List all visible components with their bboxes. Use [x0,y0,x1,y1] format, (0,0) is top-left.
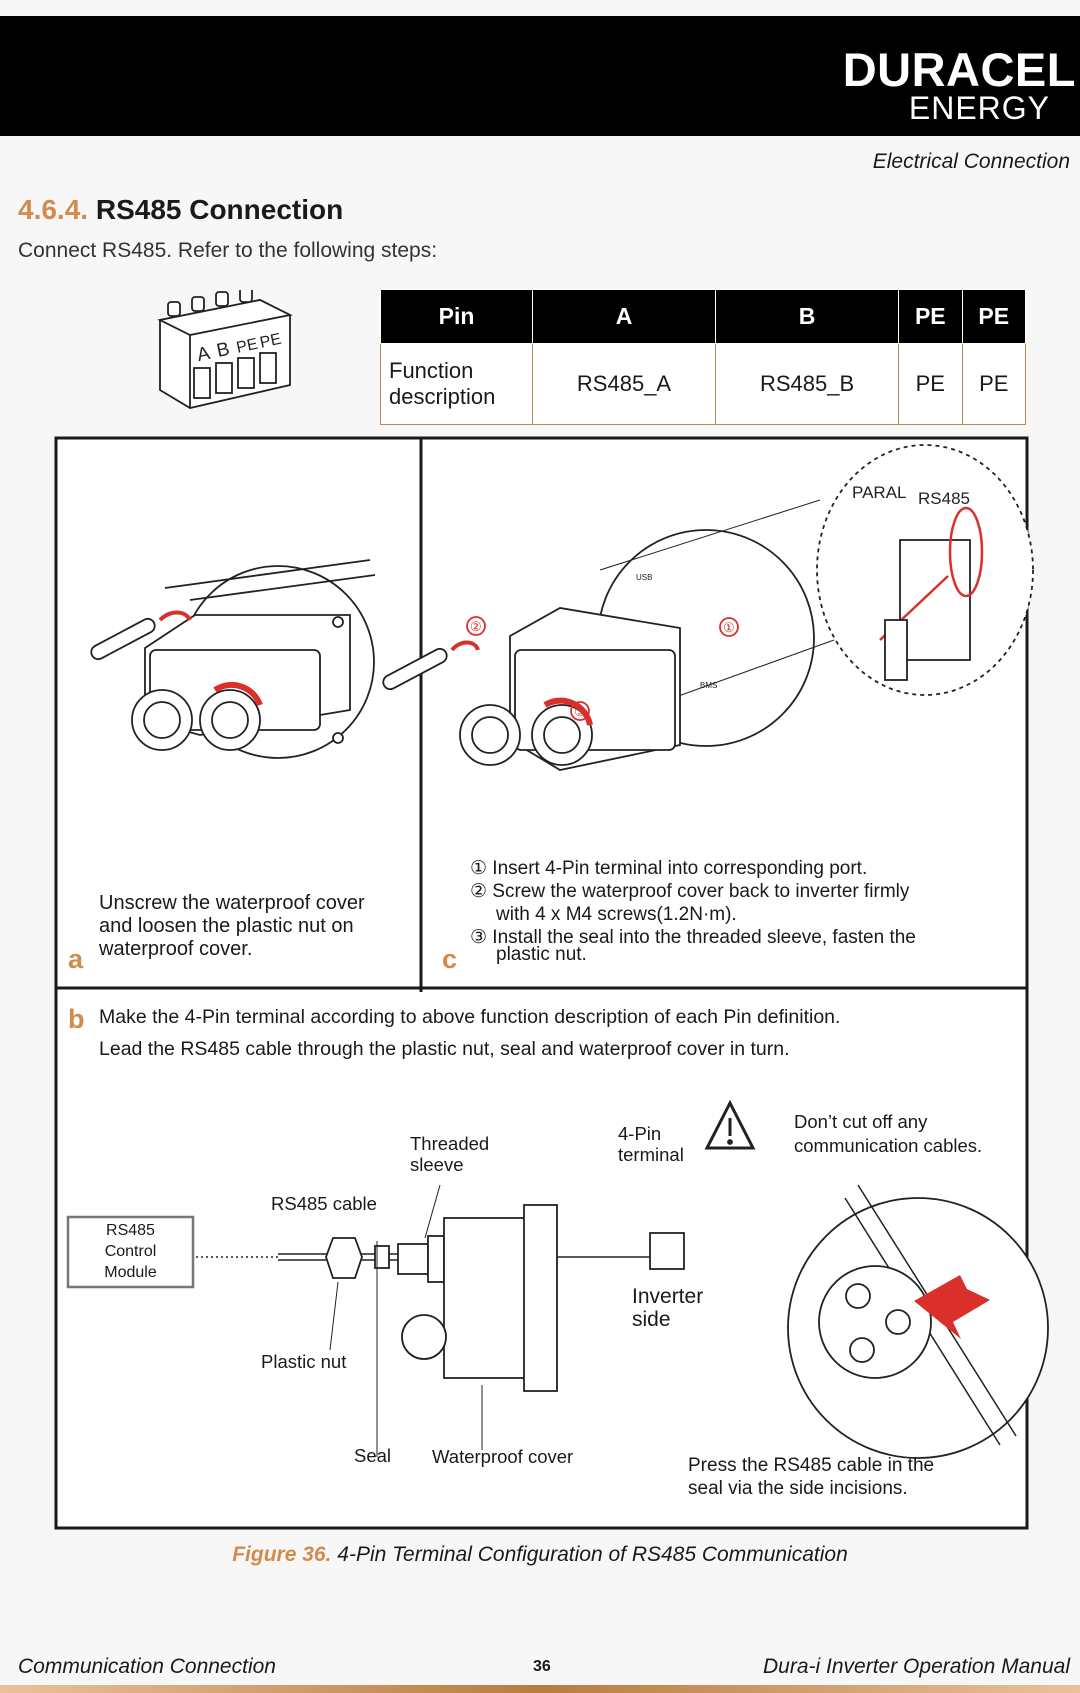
pin-table-cell: RS485_A [531,343,717,425]
brand-logo: DURACEL [842,43,1076,96]
label-line: sleeve [410,1154,464,1175]
label-waterproof-cover: Waterproof cover [432,1446,574,1467]
row-label-line2: description [389,384,496,409]
pin-table-row-label: Function description [380,343,533,425]
label-4pin-terminal: 4-Pin terminal [618,1123,684,1165]
figure-number: Figure 36. [232,1543,332,1566]
label-line: Threaded [410,1133,490,1154]
heading-number: 4.6.4. [18,194,89,225]
panel-c-usb: USB [636,573,652,582]
pin-table-header-row: Pin A B PE PE [380,289,1027,344]
warning-text: Don’t cut off any communication cables. [794,1110,982,1158]
terminal-label-pe2: PE [258,331,282,352]
panel-a-text: Unscrew the waterproof cover and loosen … [99,892,365,961]
label-inverter-side: Inverter side [632,1285,703,1331]
panel-b-letter: b [68,1004,85,1034]
press-note: Press the RS485 cable in the seal via th… [688,1454,934,1500]
panel-c-port-paral: PARAL [852,483,907,502]
panel-c-step: ① Insert 4-Pin terminal into correspondi… [470,858,868,879]
panel-c-step: ② Screw the waterproof cover back to inv… [470,881,910,902]
panel-c-marker-2: ② [470,619,482,634]
intro-text: Connect RS485. Refer to the following st… [18,239,438,262]
label-plastic-nut: Plastic nut [261,1351,347,1372]
pin-table-row: Function description RS485_A RS485_B PE … [380,343,1027,425]
panel-c-marker-1: ① [723,620,735,635]
panel-a-line: waterproof cover. [99,938,253,960]
label-threaded-sleeve: Threaded sleeve [410,1133,489,1175]
label-line: Press the RS485 cable in the [688,1455,935,1476]
panel-b-line1: Make the 4-Pin terminal according to abo… [99,1006,841,1028]
header-bar: DURACEL ENERGY [0,16,1080,136]
footer-bar [0,1685,1080,1693]
red-arrow-icon [914,1275,990,1339]
label-line: seal via the side incisions. [688,1478,908,1499]
label-line: RS485 [106,1222,155,1239]
label-line: terminal [618,1144,684,1165]
figure-title: 4-Pin Terminal Configuration of RS485 Co… [337,1543,848,1566]
panel-c-marker-3: ③ [574,704,586,719]
pin-table-header: PE [961,289,1027,344]
panel-b-diagram [66,1099,1049,1459]
panel-c-step: ③ Install the seal into the threaded sle… [470,927,916,948]
panel-c-port-rs485: RS485 [918,489,970,508]
pin-table: Pin A B PE PE Function description RS485… [380,289,1027,425]
label-line: Control [104,1243,157,1260]
panel-c-bms: BMS [700,681,717,690]
panel-c-step: plastic nut. [496,944,587,965]
row-label-line1: Function [389,358,474,383]
terminal-label-b: B [215,339,232,362]
label-line: communication cables. [794,1135,983,1156]
pin-table-cell: PE [961,343,1027,425]
section-name: Electrical Connection [872,150,1070,173]
terminal-block-illustration: A B PE PE [157,290,293,409]
label-line: side [632,1308,671,1331]
pin-table-cell: RS485_B [715,343,900,425]
panel-c-letter: c [442,944,458,974]
panel-a-line: and loosen the plastic nut on [99,915,354,937]
panel-c-steps: ① Insert 4-Pin terminal into correspondi… [470,857,916,966]
label-seal: Seal [354,1445,392,1466]
panel-b-line2: Lead the RS485 cable through the plastic… [99,1038,790,1060]
pin-table-header: B [715,289,900,344]
panel-c-step: with 4 x M4 screws(1.2N·m). [496,904,737,925]
pin-table-header: PE [898,289,963,344]
brand-logo-sub: ENERGY [908,90,1050,126]
figure-caption: Figure 36. 4-Pin Terminal Configuration … [0,1543,1080,1567]
pin-table-header: Pin [380,289,533,344]
panel-a-illustration [90,559,376,759]
pin-table-header: A [531,289,717,344]
panel-c-illustration [382,444,1034,771]
rs485-control-module: RS485 Control Module [68,1220,193,1283]
label-line: Don’t cut off any [794,1111,928,1132]
heading-title: RS485 Connection [95,194,344,225]
panel-a-letter: a [68,944,84,974]
label-line: 4-Pin [618,1123,662,1144]
footer-manual-title: Dura-i Inverter Operation Manual [763,1655,1070,1678]
panel-a-line: Unscrew the waterproof cover [99,892,365,914]
label-rs485-cable: RS485 cable [271,1193,377,1214]
label-line: Module [104,1264,157,1281]
label-line: Inverter [632,1285,704,1308]
footer-chapter: Communication Connection [18,1655,276,1678]
page-number: 36 [533,1658,551,1675]
section-heading: 4.6.4. RS485 Connection [18,194,343,226]
terminal-label-a: A [195,343,212,366]
terminal-label-pe1: PE [235,336,259,357]
